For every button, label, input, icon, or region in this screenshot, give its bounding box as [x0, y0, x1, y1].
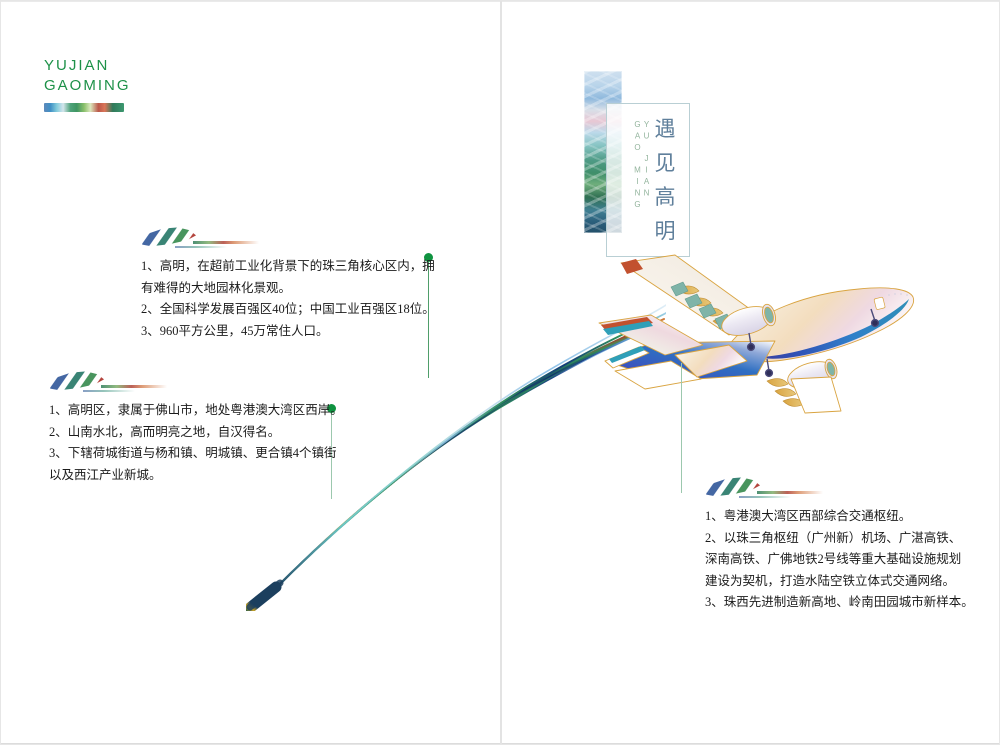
callout-overview-text: 1、高明，在超前工业化背景下的珠三角核心区内，拥 有难得的大地园林化景观。 2、… — [141, 256, 435, 342]
brand-gradient-bar — [44, 103, 124, 112]
swoosh-shape-icon — [141, 227, 197, 247]
leader-dot-overview — [424, 253, 433, 262]
callout-overview-line-3: 2、全国科学发展百强区40位；中国工业百强区18位。 — [141, 302, 435, 316]
callout-transport-line-1: 1、粤港澳大湾区西部综合交通枢纽。 — [705, 509, 912, 523]
swoosh-shape-icon-2 — [49, 371, 105, 391]
swoosh-tail2-icon — [175, 246, 227, 248]
banner-char-1: 遇 — [654, 117, 676, 141]
callout-location-text: 1、高明区，隶属于佛山市，地处粤港澳大湾区西岸。 2、山南水北，高而明亮之地，自… — [49, 400, 343, 486]
leader-stem-transport — [681, 363, 682, 493]
leader-dot-location — [327, 404, 336, 413]
swoosh-tail-icon-2 — [101, 385, 167, 388]
brand-logo-line-1: YUJIAN — [44, 57, 110, 74]
vertical-title-banner: YU JIAN GAO MING 遇 见 高 明 — [584, 71, 690, 257]
banner-frame: YU JIAN GAO MING 遇 见 高 明 — [606, 103, 690, 257]
banner-chinese-title: 遇 见 高 明 — [650, 112, 680, 248]
swoosh-tail2-icon-2 — [83, 390, 135, 392]
decorative-brush-icon — [141, 225, 259, 251]
callout-location-line-4: 以及西江产业新城。 — [49, 467, 162, 482]
callout-transport: 1、粤港澳大湾区西部综合交通枢纽。 2、以珠三角枢纽（广州新）机场、广湛高铁、 … — [705, 475, 974, 614]
swoosh-tail-icon — [193, 241, 259, 244]
callout-transport-line-5: 3、珠西先进制造新高地、岭南田园城市新样本。 — [705, 595, 974, 609]
callout-location-line-2: 2、山南水北，高而明亮之地，自汉得名。 — [49, 424, 281, 439]
callout-overview-line-2: 有难得的大地园林化景观。 — [141, 280, 292, 295]
airliner-illustration — [598, 254, 915, 414]
callout-transport-line-4: 建设为契机，打造水陆空铁立体式交通网络。 — [705, 573, 956, 588]
banner-char-3: 高 — [654, 185, 676, 209]
callout-location: 1、高明区，隶属于佛山市，地处粤港澳大湾区西岸。 2、山南水北，高而明亮之地，自… — [49, 369, 343, 486]
callout-overview-line-4: 3、960平方公里，45万常住人口。 — [141, 323, 329, 338]
banner-char-2: 见 — [654, 151, 676, 175]
landscape-illustration-strip — [584, 71, 622, 233]
swoosh-shape-icon-3 — [705, 477, 761, 497]
callout-location-line-1: 1、高明区，隶属于佛山市，地处粤港澳大湾区西岸。 — [49, 403, 343, 417]
decorative-brush-icon-2 — [49, 369, 167, 395]
leader-stem-location — [331, 413, 332, 499]
leader-stem-overview — [428, 262, 429, 378]
callout-transport-text: 1、粤港澳大湾区西部综合交通枢纽。 2、以珠三角枢纽（广州新）机场、广湛高铁、 … — [705, 506, 974, 614]
banner-char-4: 明 — [654, 219, 676, 243]
swoosh-tail-icon-3 — [757, 491, 823, 494]
callout-overview: 1、高明，在超前工业化背景下的珠三角核心区内，拥 有难得的大地园林化景观。 2、… — [141, 225, 435, 342]
brand-logo: YUJIAN GAOMING — [44, 56, 184, 112]
swoosh-tail2-icon-3 — [739, 496, 791, 498]
decorative-brush-icon-3 — [705, 475, 823, 501]
banner-pinyin: YU JIAN GAO MING — [633, 120, 651, 212]
callout-transport-line-3: 深南高铁、广佛地铁2号线等重大基础设施规划 — [705, 552, 962, 566]
brand-logo-line-2: GAOMING — [44, 77, 131, 94]
callout-transport-line-2: 2、以珠三角枢纽（广州新）机场、广湛高铁、 — [705, 530, 962, 545]
spread-center-divider — [500, 1, 502, 744]
callout-location-line-3: 3、下辖荷城街道与杨和镇、明城镇、更合镇4个镇街 — [49, 446, 337, 460]
callout-overview-line-1: 1、高明，在超前工业化背景下的珠三角核心区内，拥 — [141, 259, 435, 273]
